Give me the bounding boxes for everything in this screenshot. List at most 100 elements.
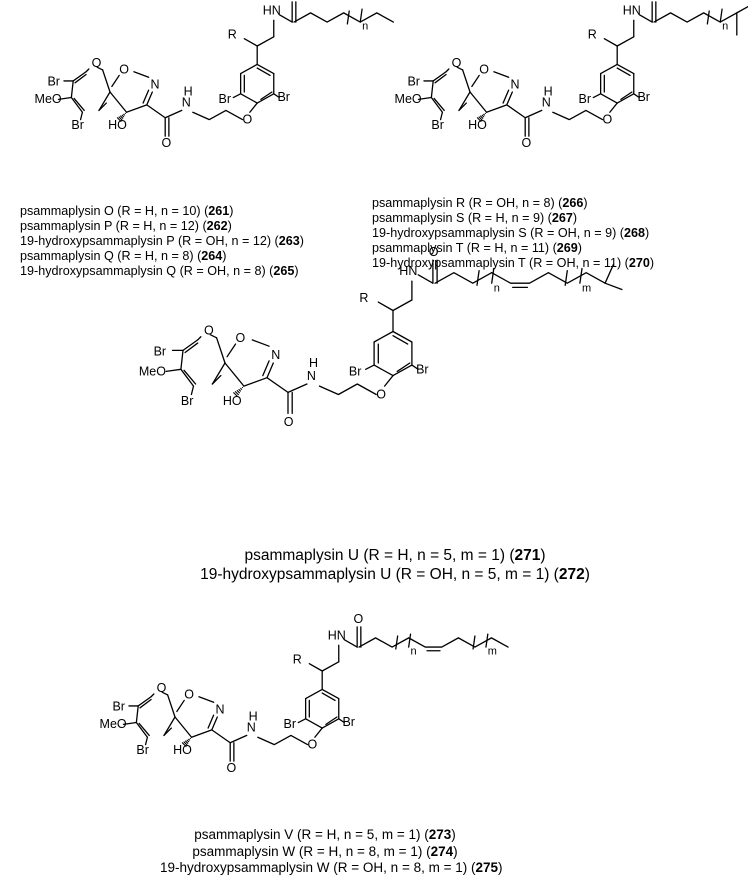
compound-description: psammaplysin O (R = H, n = 10) ( — [20, 204, 209, 218]
bond — [260, 91, 273, 101]
compound-number: 274 — [430, 843, 454, 859]
caption-line: psammaplysin W (R = H, n = 8, m = 1) (27… — [192, 843, 458, 859]
hashed-bond — [119, 115, 124, 119]
aryl-bond — [599, 63, 618, 75]
bond — [98, 102, 107, 112]
bond — [150, 693, 155, 698]
methoxy-label: MeO — [100, 717, 127, 731]
bond — [434, 73, 447, 84]
bond — [111, 74, 120, 88]
bond — [183, 369, 197, 385]
caption-line: 19-hydroxypsammaplysin W (R = OH, n = 8,… — [160, 860, 503, 875]
alkyl-chain — [293, 12, 395, 23]
bond — [458, 91, 471, 112]
bond — [85, 68, 90, 73]
compound-description: psammaplysin U (R = H, n = 5, m = 1) ( — [244, 547, 515, 564]
compound-number: 265 — [273, 264, 295, 278]
r-group-label: R — [359, 291, 368, 305]
caption-line: 19-hydroxypsammaplysin S (R = OH, n = 9)… — [372, 226, 650, 240]
bond — [142, 89, 150, 104]
bromine-label: Br — [71, 118, 84, 132]
alkene-chain — [491, 272, 550, 284]
bond — [176, 699, 185, 713]
ring-oxygen-label: O — [157, 681, 167, 695]
hashed-bond — [121, 114, 125, 118]
compound-description: psammaplysin Q (R = H, n = 8) ( — [20, 249, 202, 263]
bond — [133, 71, 150, 78]
bond — [638, 14, 653, 23]
bond — [592, 93, 602, 99]
bond — [211, 729, 231, 744]
hydroxyl-label: HO — [173, 743, 192, 757]
caption-line: psammaplysin V (R = H, n = 5, m = 1) (27… — [194, 827, 456, 842]
caption-line: 19-hydroxypsammaplysin U (R = OH, n = 5,… — [200, 566, 590, 583]
bond — [365, 364, 375, 370]
compound-number: 268 — [623, 226, 645, 240]
propyl-chain — [552, 109, 604, 121]
isoxazoline-oxygen-label: O — [236, 331, 246, 345]
compound-description: 19-hydroxypsammaplysin U (R = OH, n = 5,… — [200, 566, 559, 583]
aryl-bond — [304, 718, 323, 729]
repeat-bracket — [485, 633, 489, 648]
amide-nh-label: HN — [399, 264, 417, 278]
bond — [321, 661, 340, 672]
bromine-label: Br — [47, 75, 60, 89]
bond — [321, 692, 336, 702]
alkyl-chain — [457, 637, 509, 648]
bond — [135, 705, 139, 724]
hydroxyl-label: HO — [223, 394, 242, 408]
bond — [383, 374, 394, 387]
hashed-bond — [236, 389, 241, 394]
bond — [180, 368, 195, 387]
hashed-bond — [240, 387, 243, 390]
amide-nitrogen-label: N — [542, 96, 551, 110]
aryl-bromine-label: Br — [349, 365, 362, 379]
r-group-label: R — [588, 28, 597, 42]
amide-nitrogen-label: N — [247, 721, 256, 735]
compound-description: 19-hydroxypsammaplysin T (R = OH, n = 11… — [372, 256, 629, 270]
bond — [430, 80, 434, 99]
repeat-bracket — [408, 633, 412, 648]
bond — [314, 727, 323, 738]
caption-group-a: psammaplysin O (R = H, n = 10) (261) psa… — [20, 204, 304, 279]
bond — [471, 74, 480, 88]
repeat-bracket — [472, 635, 476, 650]
bond — [198, 696, 215, 703]
ether-oxygen-label: O — [376, 388, 386, 402]
bond — [392, 299, 413, 312]
bond — [392, 335, 409, 345]
caption-line: psammaplysin U (R = H, n = 5, m = 1) (27… — [244, 547, 546, 564]
methoxy-label: MeO — [35, 92, 62, 106]
bromine-label: Br — [407, 75, 420, 89]
bond — [207, 714, 215, 729]
hashed-bond — [481, 114, 485, 118]
bond — [249, 102, 258, 113]
ether-oxygen-label: O — [242, 112, 252, 126]
bond — [229, 734, 248, 744]
repeat-bracket — [579, 267, 583, 284]
bond — [338, 718, 345, 724]
hashed-bond — [476, 117, 482, 123]
bond — [138, 722, 150, 737]
compound-number: 273 — [428, 827, 452, 842]
bond — [57, 96, 73, 101]
compound-description: 19-hydroxypsammaplysin W (R = OH, n = 8,… — [160, 860, 476, 875]
hashed-bond — [238, 388, 242, 392]
bond — [70, 80, 74, 99]
hashed-bond — [234, 390, 240, 396]
isoxazoline-oxygen-label: O — [119, 63, 129, 77]
repeat-bracket — [359, 8, 363, 23]
bond — [139, 698, 152, 709]
hashed-bond — [479, 115, 484, 119]
bond — [506, 104, 526, 119]
chain-carbonyl-label: O — [288, 0, 298, 1]
aryl-bromine-label: Br — [219, 92, 232, 106]
hydroxyl-label: HO — [108, 118, 127, 132]
propyl-chain — [192, 109, 244, 121]
bond — [266, 362, 274, 379]
branch-methyl — [736, 5, 748, 14]
methoxy-label: MeO — [139, 365, 166, 379]
repeat-subscript: m — [488, 645, 497, 657]
propyl-chain — [318, 383, 377, 396]
bond — [211, 362, 226, 385]
